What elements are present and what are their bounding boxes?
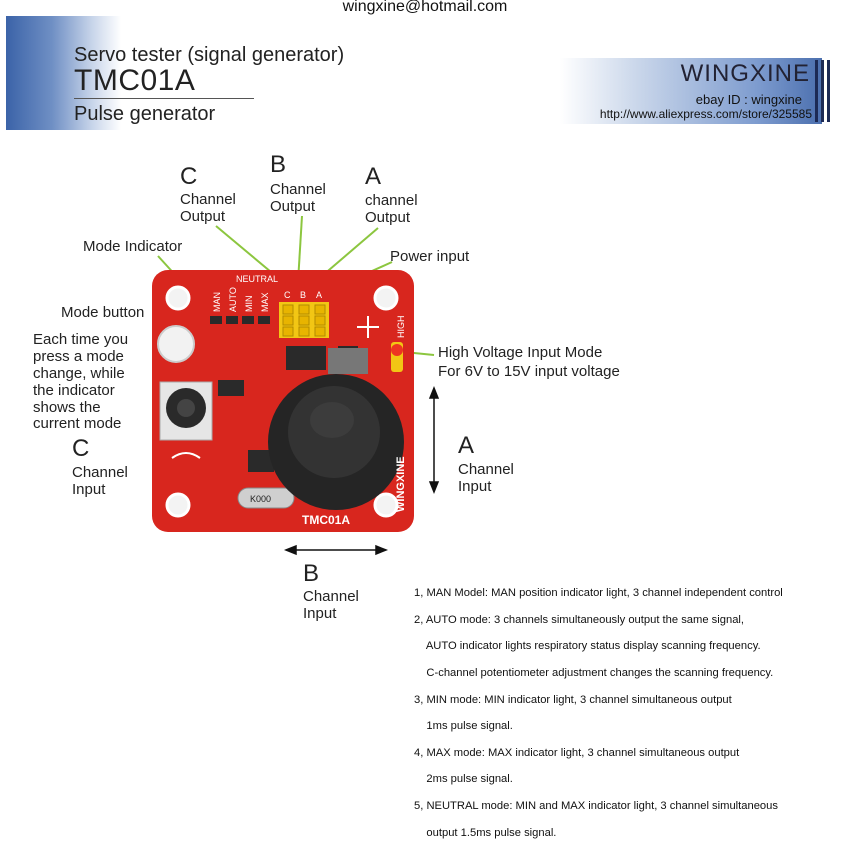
- note-line: C-channel potentiometer adjustment chang…: [414, 667, 774, 680]
- brand-stripe: [821, 60, 824, 122]
- silk-mode-label-max: MAX: [260, 292, 270, 312]
- direction-symbol: [357, 316, 379, 338]
- c-output-line1: Channel: [180, 191, 236, 208]
- note-line: output 1.5ms pulse signal.: [414, 826, 557, 839]
- silk-pin-a: A: [316, 290, 322, 300]
- c-input-line2: Input: [72, 481, 106, 498]
- a-output-letter: A: [365, 163, 382, 190]
- mode-note-line6: current mode: [33, 415, 122, 432]
- a-input-line1: Channel: [458, 461, 514, 478]
- mode-notes: 1, MAN Model: MAN position indicator lig…: [414, 574, 783, 853]
- mode-button-label: Mode button: [61, 304, 145, 321]
- mode-note-line4: the indicator: [33, 382, 115, 399]
- joystick-base: [328, 348, 368, 374]
- note-line: 2, AUTO mode: 3 channels simultaneously …: [414, 613, 745, 626]
- store-url[interactable]: http://www.aliexpress.com/store/325585: [599, 107, 812, 121]
- header-accent-bar: [6, 16, 121, 130]
- silk-mode-label-man: MAN: [212, 292, 222, 312]
- product-model: TMC01A: [74, 64, 196, 97]
- note-line: 5, NEUTRAL mode: MIN and MAX indicator l…: [414, 800, 778, 813]
- mode-note-line5: shows the: [33, 399, 101, 416]
- c-output-letter: C: [180, 163, 198, 190]
- mode-indicator-label: Mode Indicator: [83, 238, 183, 255]
- product-subtitle: Servo tester (signal generator): [74, 44, 345, 66]
- silkscreen: MAN AUTO MIN MAX NEUTRAL C B A HIGH WING…: [212, 274, 407, 527]
- high-voltage-line1: High Voltage Input Mode: [438, 344, 603, 361]
- b-input-line2: Input: [303, 605, 337, 622]
- power-input-label: Power input: [390, 248, 470, 265]
- b-output-letter: B: [270, 151, 287, 178]
- a-input-line2: Input: [458, 478, 492, 495]
- silk-mode-label-auto: AUTO: [228, 287, 238, 312]
- c-input-line1: Channel: [72, 464, 128, 481]
- a-output-line2: Output: [365, 209, 411, 226]
- silk-mode-label-neutral: NEUTRAL: [236, 274, 278, 284]
- c-input-letter: C: [72, 435, 90, 462]
- b-output-line2: Output: [270, 198, 316, 215]
- mode-note-line2: press a mode: [33, 348, 124, 365]
- high-voltage-line2: For 6V to 15V input voltage: [438, 363, 620, 380]
- pin-header: [279, 302, 329, 338]
- ic-chip: [286, 346, 326, 370]
- silk-model: TMC01A: [302, 513, 350, 527]
- silk-brand: WINGXINE: [395, 456, 407, 512]
- note-line: AUTO indicator lights respiratory status…: [414, 640, 761, 653]
- rotation-arrows: [171, 452, 201, 459]
- note-line: 1ms pulse signal.: [414, 720, 513, 733]
- silk-high: HIGH: [396, 316, 406, 339]
- b-input-line1: Channel: [303, 588, 359, 605]
- board-diagram: MAN AUTO MIN MAX NEUTRAL C B A HIGH WING…: [152, 215, 440, 556]
- crystal-label: K000: [250, 494, 271, 504]
- silk-pin-c: C: [284, 290, 291, 300]
- a-input-letter: A: [458, 432, 475, 459]
- product-type: Pulse generator: [74, 103, 216, 125]
- brand-banner: [560, 58, 822, 124]
- b-output-line1: Channel: [270, 181, 326, 198]
- ic-chip-small: [248, 450, 274, 472]
- mode-leds: [210, 316, 270, 324]
- brand-stripe: [827, 60, 830, 122]
- silk-pin-b: B: [300, 290, 306, 300]
- note-line: 4, MAX mode: MAX indicator light, 3 chan…: [414, 746, 740, 759]
- crystal: [237, 487, 295, 509]
- c-output-line2: Output: [180, 208, 226, 225]
- mode-button: [157, 325, 195, 363]
- note-line: 1, MAN Model: MAN position indicator lig…: [414, 587, 783, 600]
- contact-email: wingxine@hotmail.com: [342, 0, 508, 15]
- note-line: 3, MIN mode: MIN indicator light, 3 chan…: [414, 693, 732, 706]
- brand-stripe: [815, 60, 818, 122]
- mounting-holes: [165, 285, 399, 518]
- title-divider: [74, 98, 254, 99]
- brand-name: WINGXINE: [680, 60, 810, 87]
- travel-arrows: [283, 385, 440, 556]
- note-line: 2ms pulse signal.: [414, 773, 513, 786]
- mode-note-line1: Each time you: [33, 331, 129, 348]
- ebay-id: ebay ID : wingxine: [695, 92, 802, 107]
- regulator: [218, 380, 244, 396]
- b-input-letter: B: [303, 560, 320, 587]
- mode-note-line3: change, while: [33, 365, 125, 382]
- a-output-line1: channel: [365, 192, 418, 209]
- silk-mode-label-min: MIN: [244, 296, 254, 313]
